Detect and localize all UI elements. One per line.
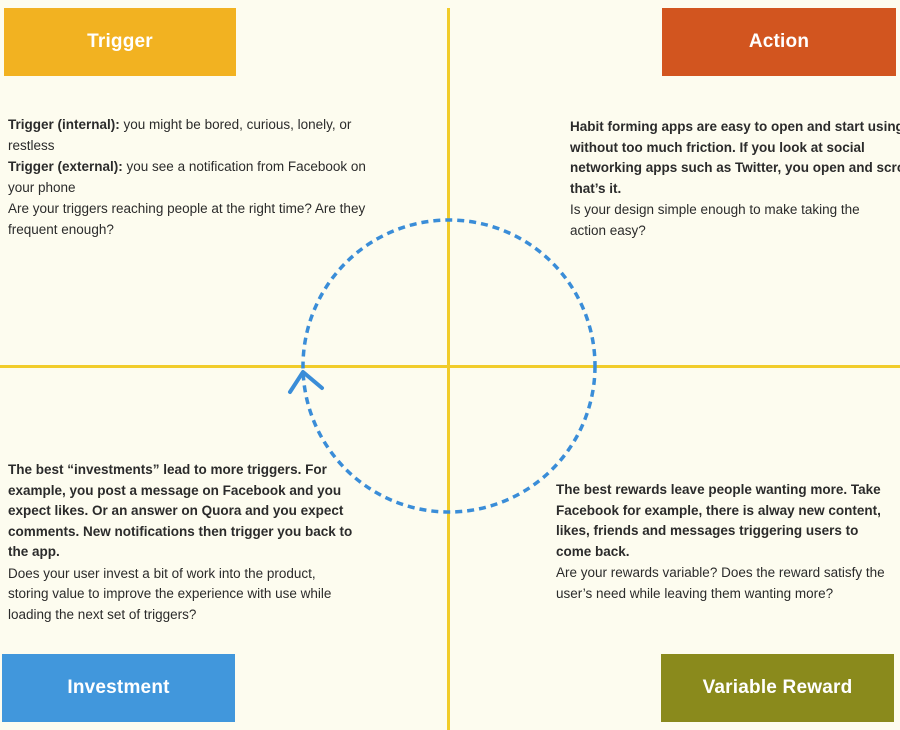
cycle-arrowhead-icon — [288, 370, 324, 394]
action-text-line: Habit forming apps are easy to open and … — [570, 119, 900, 134]
action-question-line: action easy? — [570, 222, 646, 238]
investment-stage-title: Investment — [67, 677, 170, 698]
cycle-circle — [301, 218, 597, 514]
action-text-line: that’s it. — [570, 180, 622, 196]
trigger-external-text: you see a notification from Facebook on … — [8, 159, 366, 195]
action-question-line: Is your design simple enough to make tak… — [570, 202, 860, 217]
variable-reward-stage-box: Variable Reward — [661, 654, 894, 722]
action-description: Habit forming apps are easy to open and … — [570, 117, 900, 241]
trigger-internal-text: you might be bored, curious, lonely, or … — [8, 117, 352, 153]
trigger-external-label: Trigger (external): — [8, 159, 123, 174]
trigger-description: Trigger (internal): you might be bored, … — [8, 115, 368, 241]
variable-reward-stage-title: Variable Reward — [702, 677, 853, 698]
investment-stage-box: Investment — [2, 654, 235, 722]
variable-reward-description: The best rewards leave people wanting mo… — [556, 480, 896, 605]
investment-summary: The best “investments” lead to more trig… — [8, 462, 353, 559]
trigger-internal-label: Trigger (internal): — [8, 117, 120, 132]
horizontal-axis — [0, 365, 900, 368]
trigger-stage-box: Trigger — [4, 8, 236, 76]
variable-reward-summary: The best rewards leave people wanting mo… — [556, 482, 881, 559]
investment-question: Does your user invest a bit of work into… — [8, 565, 332, 622]
investment-description: The best “investments” lead to more trig… — [8, 460, 353, 626]
trigger-external-item: Trigger (external): you see a notificati… — [8, 157, 368, 198]
action-stage-title: Action — [748, 31, 810, 52]
action-text-line: networking apps such as Twitter, you ope… — [570, 160, 900, 175]
trigger-question: Are your triggers reaching people at the… — [8, 201, 366, 237]
vertical-axis — [447, 8, 450, 730]
variable-reward-question: Are your rewards variable? Does the rewa… — [556, 565, 885, 601]
action-stage-box: Action — [662, 8, 896, 76]
action-text-line: without too much friction. If you look a… — [570, 139, 865, 155]
trigger-internal-item: Trigger (internal): you might be bored, … — [8, 115, 368, 156]
trigger-stage-title: Trigger — [87, 31, 153, 52]
